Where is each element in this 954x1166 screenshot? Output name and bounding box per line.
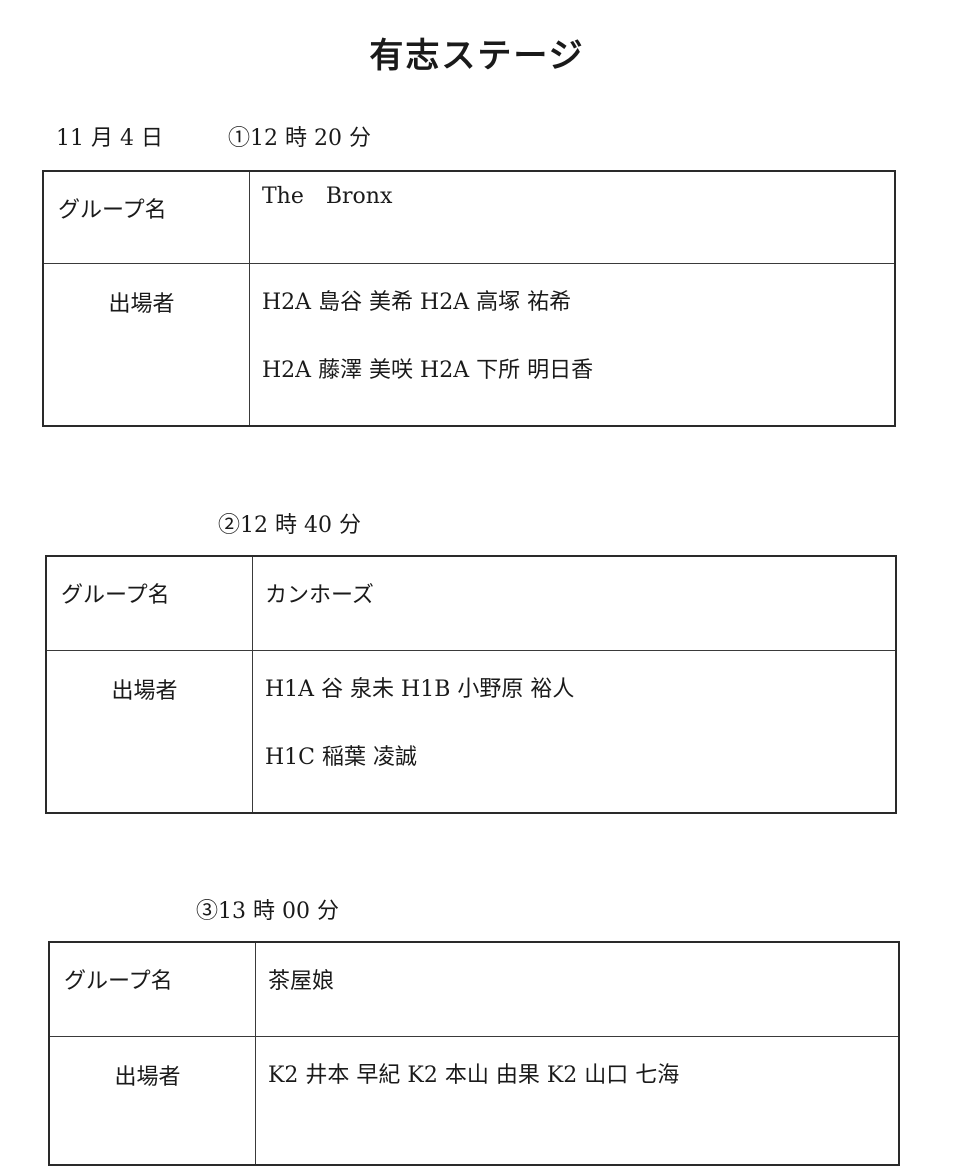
performers-list: H1A 谷 泉未 H1B 小野原 裕人 H1C 稲葉 凌誠	[252, 650, 897, 814]
performers-row: 出場者 H1A 谷 泉未 H1B 小野原 裕人 H1C 稲葉 凌誠	[45, 650, 897, 814]
group-label: グループ名	[48, 941, 256, 1037]
slot-time: ②12 時 40 分	[218, 513, 361, 538]
group-label: グループ名	[45, 555, 253, 651]
performers-row: 出場者 H2A 島谷 美希 H2A 高塚 祐希 H2A 藤澤 美咲 H2A 下所…	[42, 263, 896, 427]
group-row: グループ名 The Bronx	[42, 170, 896, 264]
performer-line: H1C 稲葉 凌誠	[265, 745, 418, 770]
group-name: The Bronx	[249, 170, 896, 264]
performers-label: 出場者	[45, 650, 253, 814]
group-row: グループ名 カンホーズ	[45, 555, 897, 651]
event-date: 11 月 4 日	[56, 126, 163, 151]
performer-line: K2 井本 早紀 K2 本山 由果 K2 山口 七海	[268, 1063, 680, 1088]
group-row: グループ名 茶屋娘	[48, 941, 900, 1037]
performance-table: グループ名 茶屋娘 出場者 K2 井本 早紀 K2 本山 由果 K2 山口 七海	[48, 941, 900, 1166]
page-title: 有志ステージ	[369, 36, 585, 76]
performer-line: H1A 谷 泉未 H1B 小野原 裕人	[265, 677, 575, 702]
performance-table: グループ名 The Bronx 出場者 H2A 島谷 美希 H2A 高塚 祐希 …	[42, 170, 896, 427]
slot-time: ③13 時 00 分	[196, 899, 339, 924]
performer-line: H2A 藤澤 美咲 H2A 下所 明日香	[262, 358, 594, 383]
performers-label: 出場者	[48, 1036, 256, 1166]
group-label: グループ名	[42, 170, 250, 264]
performers-row: 出場者 K2 井本 早紀 K2 本山 由果 K2 山口 七海	[48, 1036, 900, 1166]
performers-list: H2A 島谷 美希 H2A 高塚 祐希 H2A 藤澤 美咲 H2A 下所 明日香	[249, 263, 896, 427]
performers-list: K2 井本 早紀 K2 本山 由果 K2 山口 七海	[255, 1036, 900, 1166]
group-name: カンホーズ	[252, 555, 897, 651]
performance-table: グループ名 カンホーズ 出場者 H1A 谷 泉未 H1B 小野原 裕人 H1C …	[45, 555, 897, 814]
performers-label: 出場者	[42, 263, 250, 427]
performer-line: H2A 島谷 美希 H2A 高塚 祐希	[262, 290, 572, 315]
group-name: 茶屋娘	[255, 941, 900, 1037]
slot-time: ①12 時 20 分	[228, 126, 371, 151]
